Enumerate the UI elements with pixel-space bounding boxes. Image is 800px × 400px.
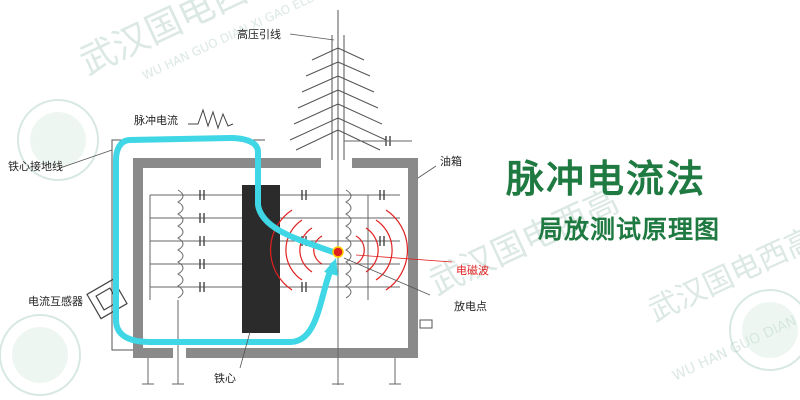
- oil-tank-label: 油箱: [440, 155, 462, 168]
- discharge-pointer: [343, 257, 431, 296]
- iron-core-label: 铁心: [214, 372, 236, 385]
- core-ground-pointer: [59, 149, 113, 169]
- core-pointer: [239, 331, 251, 369]
- current-transformer-label: 电流互感器: [28, 295, 83, 308]
- em-wave-pointer: [355, 254, 453, 263]
- pulse-waveform: [188, 108, 234, 130]
- page-title: 脉冲电流法: [506, 157, 707, 201]
- oil-tank: [133, 158, 418, 358]
- oil-tank-pointer: [417, 165, 437, 179]
- pulse-current-path: [113, 134, 336, 345]
- page-subtitle: 局放测试原理图: [538, 215, 721, 244]
- em-wave-label: 电磁波: [456, 264, 489, 277]
- em-waves: [270, 209, 408, 291]
- current-transformer: [86, 278, 128, 320]
- bushing: [289, 10, 387, 160]
- watermark-seal-bottom: [0, 314, 81, 396]
- ground-lines: [142, 358, 401, 385]
- current-arrow-icon: [324, 258, 338, 276]
- hv-lead-label: 高压引线: [237, 28, 281, 41]
- watermark-seal-right: [729, 289, 800, 371]
- pulse-current-label: 脉冲电流: [134, 114, 178, 127]
- watermark-seal-left: [17, 99, 99, 181]
- discharge-point-marker: [332, 246, 344, 258]
- left-capacitors: [199, 190, 205, 292]
- tank-ground-terminal: [419, 319, 433, 329]
- core-ground-line-label: 铁心接地线: [8, 160, 63, 173]
- discharge-point-label: 放电点: [454, 300, 487, 313]
- right-capacitors: [301, 136, 391, 292]
- left-winding: [149, 189, 242, 380]
